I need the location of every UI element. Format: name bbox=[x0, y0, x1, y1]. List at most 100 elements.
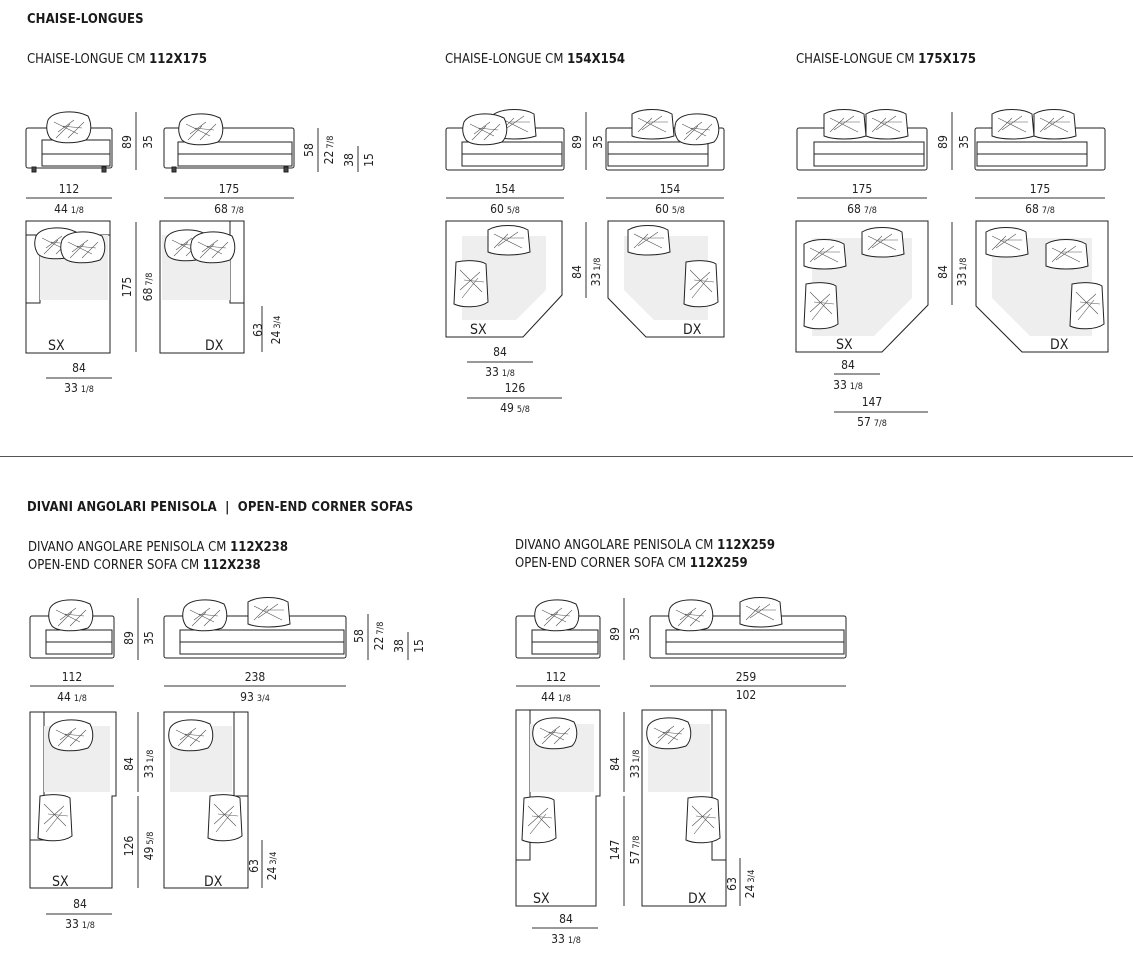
dim-int: 33 bbox=[833, 378, 847, 392]
dim-int: 60 bbox=[655, 202, 669, 216]
model-title-chaise-175x175: CHAISE-LONGUE CM 175X175 bbox=[796, 52, 976, 67]
dim-frac: 3/4 bbox=[273, 316, 283, 329]
dim-147-cm: 147 bbox=[608, 840, 622, 861]
dim-frac: 7/8 bbox=[1042, 206, 1055, 216]
dim-84-in: 331/8 bbox=[142, 750, 156, 779]
dim-frac: 7/8 bbox=[376, 622, 386, 635]
front-view-238-small bbox=[29, 599, 115, 659]
dim-126-cm: 126 bbox=[122, 836, 136, 857]
dim-int: 22 bbox=[322, 151, 336, 165]
dim-frac: 3/4 bbox=[747, 870, 757, 883]
dim-width-cm: 175 bbox=[852, 182, 873, 196]
model-size: 112X175 bbox=[149, 52, 208, 67]
dim-int: 33 bbox=[65, 917, 79, 931]
model-title-chaise-154x154: CHAISE-LONGUE CM 154X154 bbox=[445, 52, 625, 67]
dim-int: 33 bbox=[955, 273, 969, 287]
dim-frac: 5/8 bbox=[672, 206, 685, 216]
label-dx: DX bbox=[204, 874, 223, 890]
dim-frac: 1/8 bbox=[71, 206, 84, 216]
dim-height-cm: 89 bbox=[936, 135, 950, 149]
dim-int: 68 bbox=[1025, 202, 1039, 216]
dim-84-in: 331/8 bbox=[955, 258, 969, 287]
dim-frac: 1/8 bbox=[558, 694, 571, 704]
dim-depth-in: 687/8 bbox=[141, 273, 155, 302]
dim-147-cm: 147 bbox=[862, 395, 883, 409]
section-title-corner-sofas: DIVANI ANGOLARI PENISOLA | OPEN-END CORN… bbox=[27, 500, 414, 515]
dim-height-cm: 89 bbox=[570, 135, 584, 149]
dim-height-cm: 89 bbox=[122, 631, 136, 645]
dim-frac: 1/8 bbox=[850, 382, 863, 392]
label-dx: DX bbox=[205, 338, 224, 354]
plan-view-154-dx bbox=[607, 220, 725, 338]
front-view-259-small bbox=[515, 599, 601, 659]
plan-view-175-dx bbox=[975, 220, 1109, 353]
dim-height-in: 35 bbox=[591, 135, 605, 149]
plan-view-112-dx bbox=[159, 220, 245, 354]
model-title-corner-238-it: DIVANO ANGOLARE PENISOLA CM 112X238 bbox=[28, 540, 288, 555]
label-dx: DX bbox=[683, 322, 702, 338]
dim-63-cm: 63 bbox=[725, 877, 739, 891]
dim-126-cm: 126 bbox=[505, 381, 526, 395]
dim-int: 44 bbox=[57, 690, 71, 704]
dim-63-in: 243/4 bbox=[269, 316, 283, 345]
front-view-175 bbox=[163, 113, 295, 173]
dim-width-cm: 175 bbox=[1030, 182, 1051, 196]
dim-width-cm: 112 bbox=[59, 182, 80, 196]
model-prefix: CHAISE-LONGUE CM bbox=[445, 52, 568, 67]
dim-frac: 1/8 bbox=[959, 258, 969, 271]
dim-int: 44 bbox=[54, 202, 68, 216]
dim-int: 60 bbox=[490, 202, 504, 216]
model-prefix: CHAISE-LONGUE CM bbox=[796, 52, 919, 67]
model-prefix: OPEN-END CORNER SOFA CM bbox=[515, 556, 690, 571]
model-size: 175X175 bbox=[918, 52, 977, 67]
dim-84-cm: 84 bbox=[72, 361, 86, 375]
dim-frac: 5/8 bbox=[146, 832, 156, 845]
dim-frac: 7/8 bbox=[145, 273, 155, 286]
model-size: 112X238 bbox=[202, 558, 261, 573]
dim-int: 33 bbox=[64, 381, 78, 395]
dim-height-cm: 89 bbox=[120, 135, 134, 149]
dim-84-cm: 84 bbox=[608, 757, 622, 771]
dim-int: 44 bbox=[541, 690, 555, 704]
dim-length-cm: 238 bbox=[245, 670, 266, 684]
dim-arm-cm: 58 bbox=[302, 143, 316, 157]
dim-84-in: 331/8 bbox=[589, 258, 603, 287]
dim-frac: 3/4 bbox=[269, 852, 279, 865]
dim-frac: 7/8 bbox=[874, 419, 887, 429]
dim-arm-cm: 58 bbox=[352, 629, 366, 643]
dim-84-cm: 84 bbox=[73, 897, 87, 911]
dim-height-in: 35 bbox=[142, 631, 156, 645]
front-view-154-right bbox=[605, 109, 725, 171]
dim-frac: 1/8 bbox=[593, 258, 603, 271]
plan-view-112-sx bbox=[25, 220, 111, 354]
section-title-chaise-longues: CHAISE-LONGUES bbox=[27, 12, 144, 27]
dim-arm-in: 227/8 bbox=[322, 136, 336, 165]
dim-frac: 7/8 bbox=[231, 206, 244, 216]
dim-int: 68 bbox=[847, 202, 861, 216]
front-view-259 bbox=[649, 597, 847, 659]
dim-int: 68 bbox=[214, 202, 228, 216]
front-view-112 bbox=[25, 111, 113, 173]
dim-int: 24 bbox=[265, 867, 279, 881]
dim-int: 57 bbox=[628, 851, 642, 865]
dim-seat-cm: 38 bbox=[342, 153, 356, 167]
dim-84-cm: 84 bbox=[559, 912, 573, 926]
model-size: 112X238 bbox=[230, 540, 288, 555]
dim-int: 33 bbox=[628, 765, 642, 779]
dim-frac: 1/8 bbox=[568, 936, 581, 946]
label-sx: SX bbox=[836, 337, 853, 353]
dim-int: 57 bbox=[857, 415, 871, 429]
dim-84-cm: 84 bbox=[493, 345, 507, 359]
dim-int: 33 bbox=[142, 765, 156, 779]
dim-frac: 3/4 bbox=[257, 694, 270, 704]
dim-width-cm: 154 bbox=[495, 182, 516, 196]
dim-height-in: 35 bbox=[628, 627, 642, 641]
label-sx: SX bbox=[52, 874, 69, 890]
model-size: 154X154 bbox=[567, 52, 626, 67]
